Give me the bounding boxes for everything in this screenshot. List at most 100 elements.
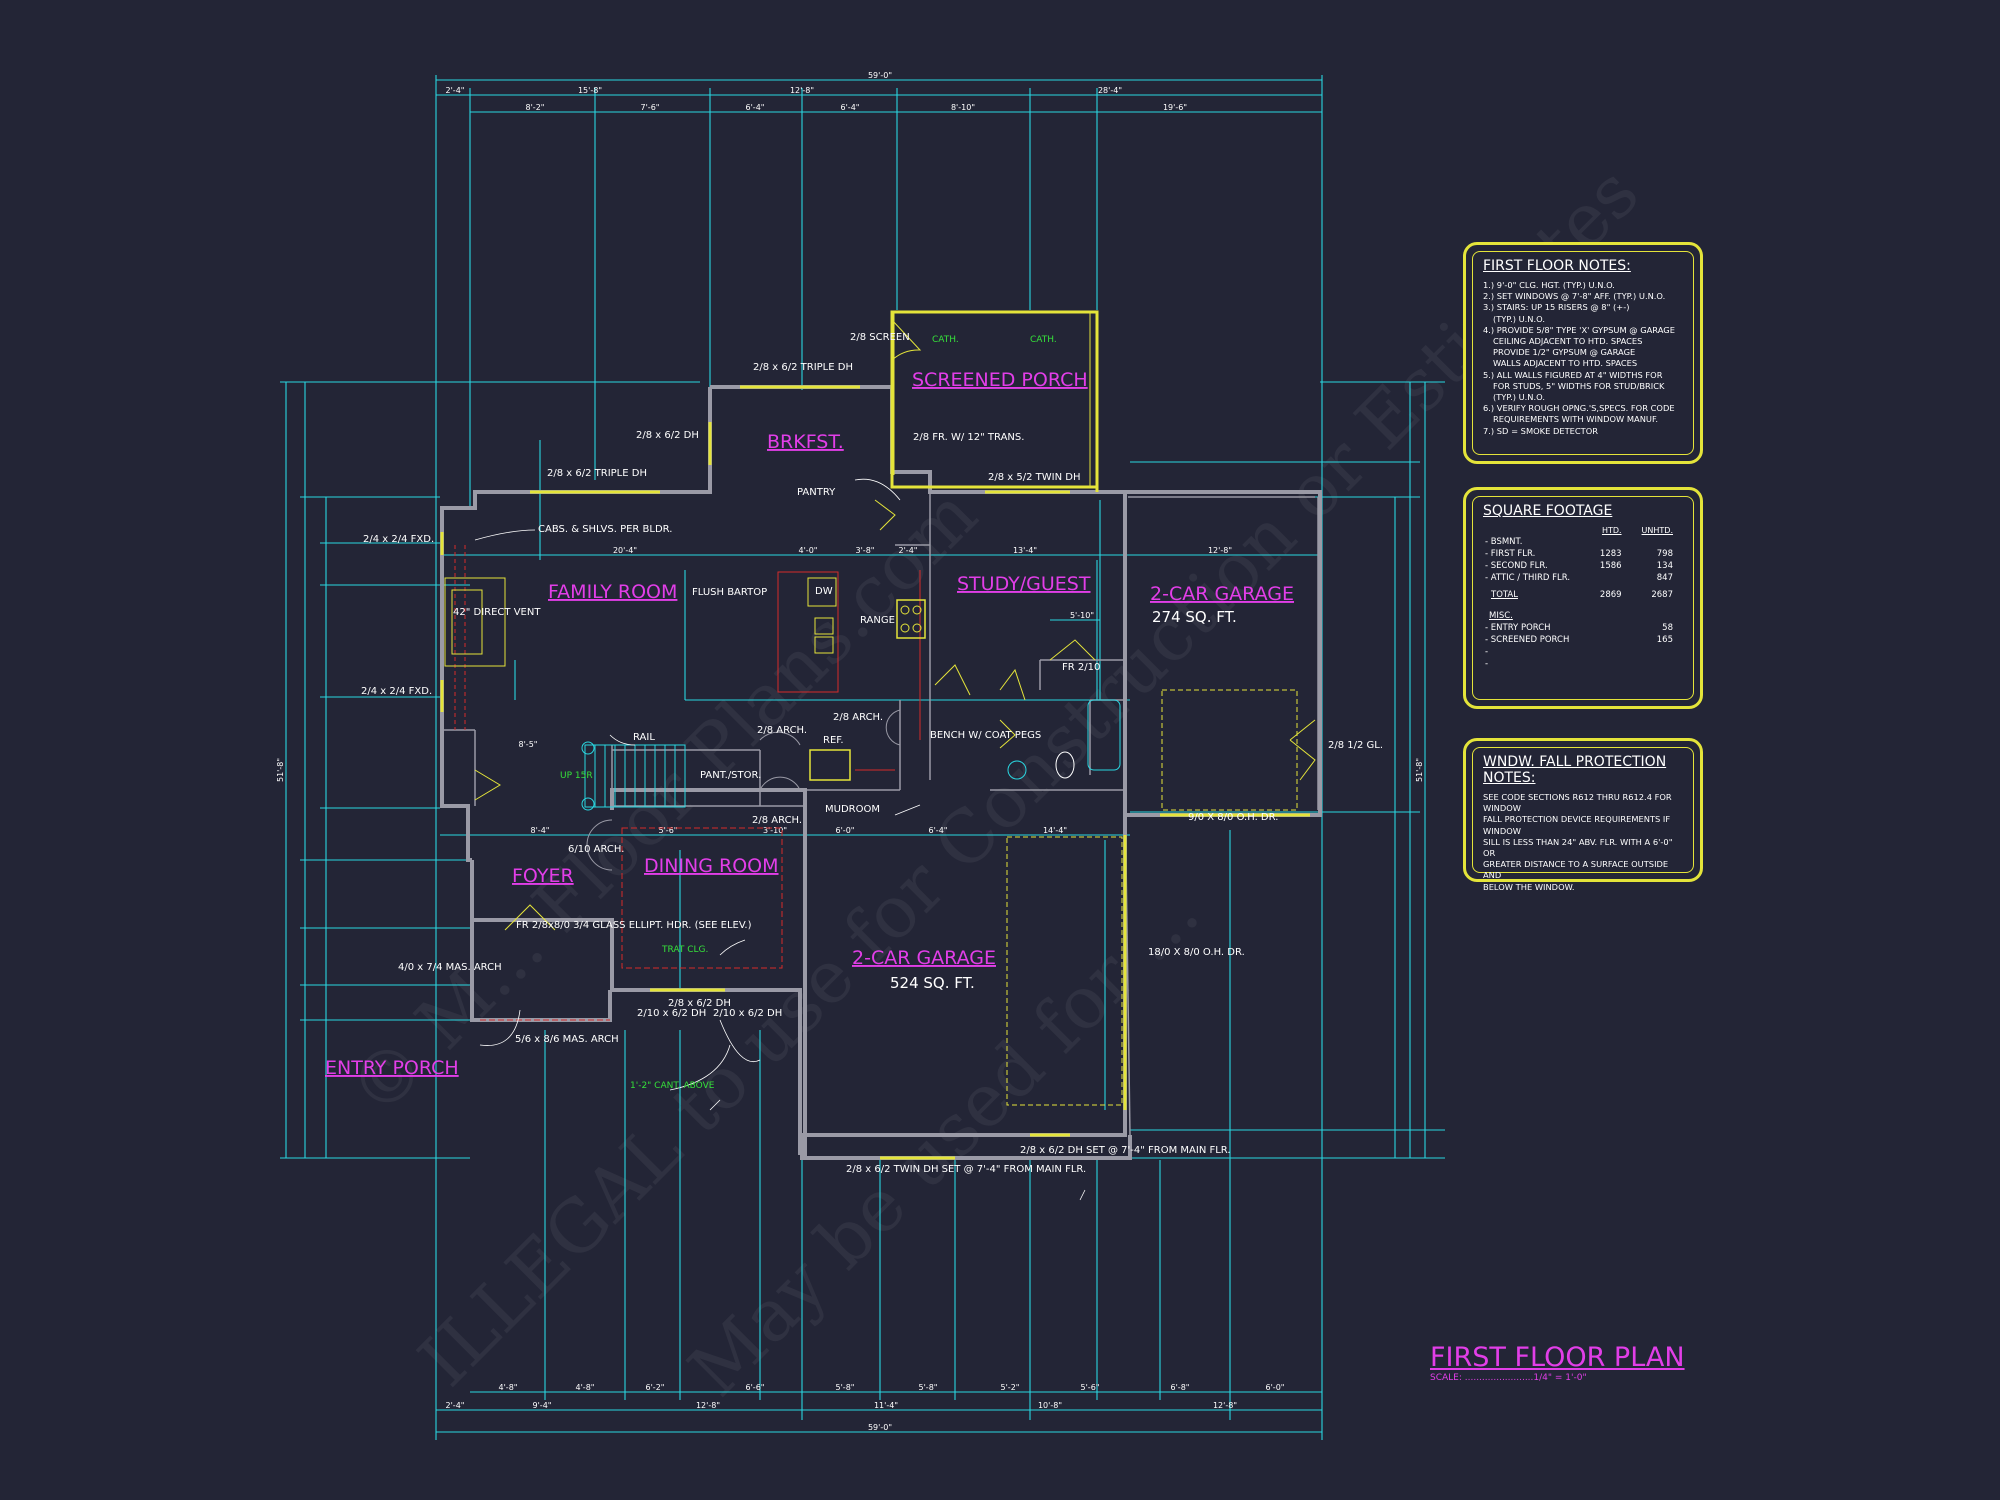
label-direct-vent: 42" DIRECT VENT (453, 607, 541, 618)
garage-large-sqft: 524 SQ. FT. (890, 974, 975, 992)
sqft-misc-header: MISC. (1483, 601, 1683, 622)
table-row: - (1483, 658, 1683, 670)
sqft-misc-row-label: - SCREENED PORCH (1485, 635, 1570, 645)
square-footage-box: SQUARE FOOTAGE HTD. UNHTD. - BSMNT. - FI… (1463, 487, 1703, 709)
window-label: 2/10 x 6/2 DH (637, 1008, 706, 1019)
dim-int: 8'-4" (531, 826, 550, 835)
dim-bot1: 5'-8" (919, 1383, 938, 1392)
dim-bot1: 6'-2" (646, 1383, 665, 1392)
dim-int: 6'-0" (836, 826, 855, 835)
dim-bot2: 11'-4" (874, 1401, 898, 1410)
fall-protection-title: WNDW. FALL PROTECTION NOTES: (1483, 754, 1667, 786)
dim-overall-top: 59'-0" (868, 71, 892, 80)
dim-bot2: 2'-4" (446, 1401, 465, 1410)
table-row: - BSMNT. (1483, 536, 1683, 548)
note-line: PROVIDE 1/2" GYPSUM @ GARAGE (1493, 347, 1636, 358)
sqft-total-row: TOTAL 2869 2687 (1483, 584, 1683, 601)
sqft-row-htd (1591, 536, 1632, 548)
dim-top1: 2'-4" (446, 86, 465, 95)
window-label: 2/8 x 6/2 DH (668, 998, 731, 1009)
plan-title: FIRST FLOOR PLAN (1430, 1342, 1685, 1373)
label-arch-56: 5/6 x 8/6 MAS. ARCH (515, 1034, 619, 1045)
dim-bot1: 5'-2" (1001, 1383, 1020, 1392)
bathtub-symbol (1087, 699, 1121, 771)
label-ref: REF. (823, 735, 844, 746)
room-screened-porch: SCREENED PORCH (912, 369, 1088, 391)
plan-scale: SCALE: ........................1/4" = 1'… (1430, 1373, 1587, 1383)
label-fr-trans: 2/8 FR. W/ 12" TRANS. (913, 432, 1024, 443)
dim-top2: 8'-10" (951, 103, 975, 112)
sqft-col-htd: HTD. (1601, 526, 1622, 535)
window-label: 2/8 x 6/2 DH SET @ 7'-4" FROM MAIN FLR. (1020, 1145, 1231, 1156)
dim-int: 5'-10" (1070, 611, 1094, 620)
window-labels: 2/8 x 6/2 TRIPLE DH 2/8 x 6/2 DH 2/8 x 6… (361, 362, 1383, 1175)
sqft-row-label: - BSMNT. (1485, 537, 1523, 547)
dim-bot1: 6'-0" (1266, 1383, 1285, 1392)
plan-title-block: FIRST FLOOR PLAN SCALE: ................… (1430, 1342, 1700, 1383)
dim-bot2: 12'-8" (1213, 1401, 1237, 1410)
sqft-misc-row-label: - (1485, 659, 1489, 669)
sqft-header-row: HTD. UNHTD. (1483, 525, 1683, 536)
dim-int: 3'-10" (763, 826, 787, 835)
sqft-row-unhtd (1632, 536, 1683, 548)
sqft-misc-row-value: 58 (1662, 623, 1673, 633)
sqft-col-unhtd: UNHTD. (1641, 526, 1673, 535)
window-label: 2/4 x 2/4 FXD. (361, 686, 432, 697)
sqft-row-unhtd: 134 (1656, 561, 1673, 571)
dim-int: 6'-4" (929, 826, 948, 835)
dim-int: 4'-0" (799, 546, 818, 555)
dim-bot2: 9'-4" (533, 1401, 552, 1410)
garage-parking-outline (1006, 836, 1123, 1106)
label-trat-clg: TRAT CLG. (661, 945, 708, 955)
table-row: - ENTRY PORCH 58 (1483, 622, 1683, 634)
dim-bot2: 12'-8" (696, 1401, 720, 1410)
range-burner (900, 623, 910, 633)
dishwasher-symbol (807, 577, 837, 607)
label-fr-210: FR 2/10 (1062, 662, 1100, 673)
note-line: 6.) VERIFY ROUGH OPNG.'S,SPECS. FOR CODE (1483, 403, 1675, 414)
room-entry-porch: ENTRY PORCH (325, 1057, 459, 1079)
window-label: 2/4 x 2/4 FXD. (363, 534, 434, 545)
dimension-labels: 59'-0" 2'-4" 15'-8" 12'-8" 28'-4" 8'-2" … (276, 71, 1424, 1432)
dim-overall-left: 51'-8" (276, 758, 285, 782)
sqft-misc-row-value: 165 (1656, 635, 1673, 645)
label-pantry: PANTRY (797, 487, 836, 498)
dim-bot1: 6'-8" (1171, 1383, 1190, 1392)
window-label: 2/8 x 6/2 DH (636, 430, 699, 441)
range-symbol (896, 599, 926, 639)
window-label: 2/10 x 6/2 DH (713, 1008, 782, 1019)
square-footage-table: HTD. UNHTD. - BSMNT. - FIRST FLR. 1283 7… (1483, 525, 1683, 670)
dim-top1: 28'-4" (1098, 86, 1122, 95)
dim-top2: 7'-6" (641, 103, 660, 112)
dim-int: 14'-4" (1043, 826, 1067, 835)
label-bench: BENCH W/ COAT PEGS (930, 730, 1041, 741)
dim-top2: 6'-4" (746, 103, 765, 112)
window-label: 2/8 x 6/2 TRIPLE DH (753, 362, 853, 373)
sqft-total-htd: 2869 (1599, 590, 1622, 600)
door-swings-grey (586, 709, 901, 871)
room-family-room: FAMILY ROOM (548, 581, 677, 603)
table-row: - SECOND FLR. 1586 134 (1483, 560, 1683, 572)
sqft-total-label: TOTAL (1491, 590, 1518, 600)
sqft-row-label: - FIRST FLR. (1485, 549, 1536, 559)
note-line: 4.) PROVIDE 5/8" TYPE 'X' GYPSUM @ GARAG… (1483, 324, 1675, 335)
sink-symbol (814, 636, 834, 654)
range-burner (912, 623, 922, 633)
sqft-misc-row-label: - ENTRY PORCH (1485, 623, 1551, 633)
dim-overall-right: 51'-8" (1415, 758, 1424, 782)
dim-int: 13'-4" (1013, 546, 1037, 555)
label-pant-stor: PANT./STOR. (700, 770, 761, 781)
sqft-row-label: - SECOND FLR. (1485, 561, 1548, 571)
note-line: 2.) SET WINDOWS @ 7'-8" AFF. (TYP.) U.N.… (1483, 291, 1666, 302)
exterior-walls (440, 310, 1322, 1160)
dim-top2: 8'-2" (526, 103, 545, 112)
sink-symbol (1007, 760, 1027, 780)
sqft-row-htd: 1283 (1599, 549, 1622, 559)
note-line: FOR STUDS, 5" WIDTHS FOR STUD/BRICK (1493, 380, 1665, 391)
label-cant: 1'-2" CANT. ABOVE (630, 1081, 715, 1091)
red-details (454, 545, 921, 1021)
watermark: ILLEGAL to use for Construction or Estim… (333, 150, 1655, 1412)
label-arch-28a: 2/8 ARCH. (757, 725, 807, 736)
dim-int: 20'-4" (613, 546, 637, 555)
note-line: 7.) SD = SMOKE DETECTOR (1483, 425, 1599, 436)
